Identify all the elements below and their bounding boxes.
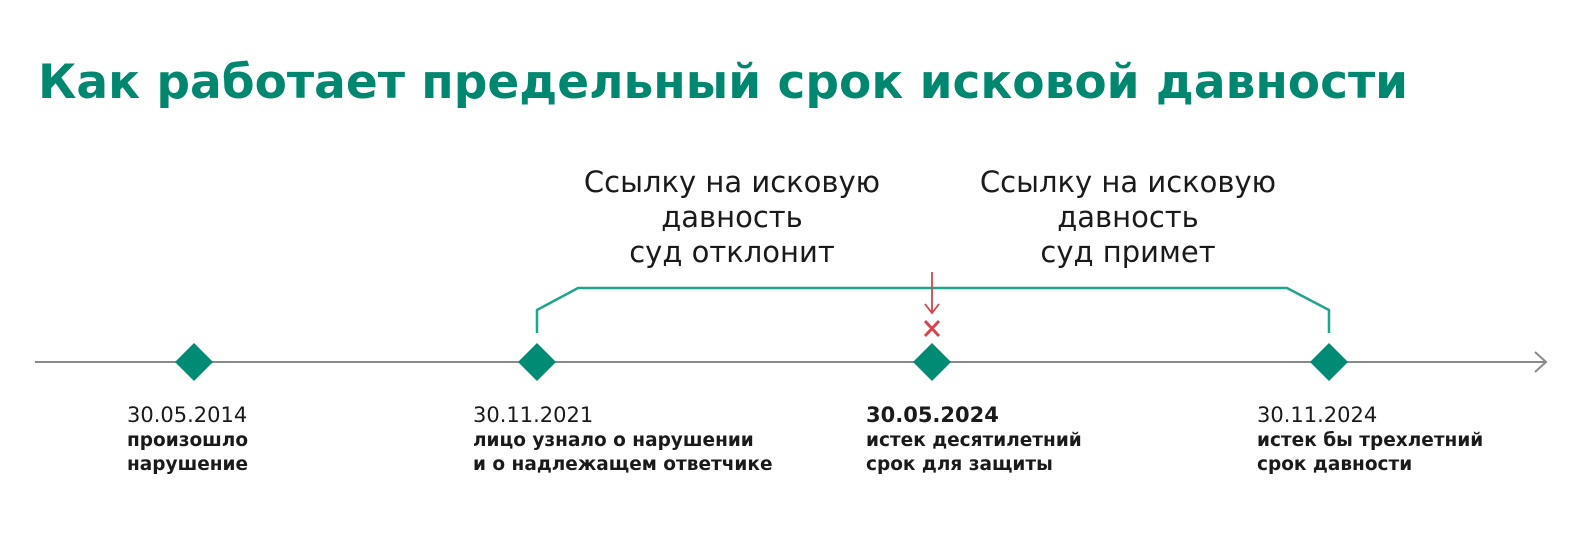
event-date: 30.11.2021 [473,403,593,427]
caption-line: давность [661,200,803,234]
caption-rejected: Ссылку на исковую давность суд отклонит [584,165,880,269]
event-description: срок для защиты [866,454,1053,475]
page-title: Как работает предельный срок исковой дав… [38,55,1408,110]
timeline-axis [35,351,1548,373]
caption-line: суд отклонит [629,235,835,269]
event-date: 30.05.2024 [866,403,999,427]
event-description: и о надлежащем ответчике [473,454,773,475]
event-description: срок давности [1257,454,1412,475]
caption-line: суд примет [1040,235,1215,269]
event-date: 30.05.2014 [127,403,247,427]
event-marker-diamond [913,343,951,381]
event-marker-diamond [1310,343,1348,381]
event-marker-diamond [175,343,213,381]
event-description: нарушение [127,454,248,475]
event-description: произошло [127,430,248,451]
event-2: 30.11.2021 лицо узнало о нарушении и о н… [473,403,773,475]
caption-accepted: Ссылку на исковую давность суд примет [980,165,1276,269]
event-4: 30.11.2024 истек бы трехлетний срок давн… [1257,403,1483,475]
event-marker-diamond [518,343,556,381]
down-arrow-icon [924,272,940,315]
caption-line: давность [1057,200,1199,234]
caption-line: Ссылку на исковую [980,165,1276,199]
event-description: истек бы трехлетний [1257,430,1483,451]
cross-icon [923,319,941,338]
caption-line: Ссылку на исковую [584,165,880,199]
event-3: 30.05.2024 истек десятилетний срок для з… [866,403,1082,475]
event-description: лицо узнало о нарушении [473,430,754,451]
event-1: 30.05.2014 произошло нарушение [127,403,248,475]
event-date: 30.11.2024 [1257,403,1377,427]
event-description: истек десятилетний [866,430,1082,451]
